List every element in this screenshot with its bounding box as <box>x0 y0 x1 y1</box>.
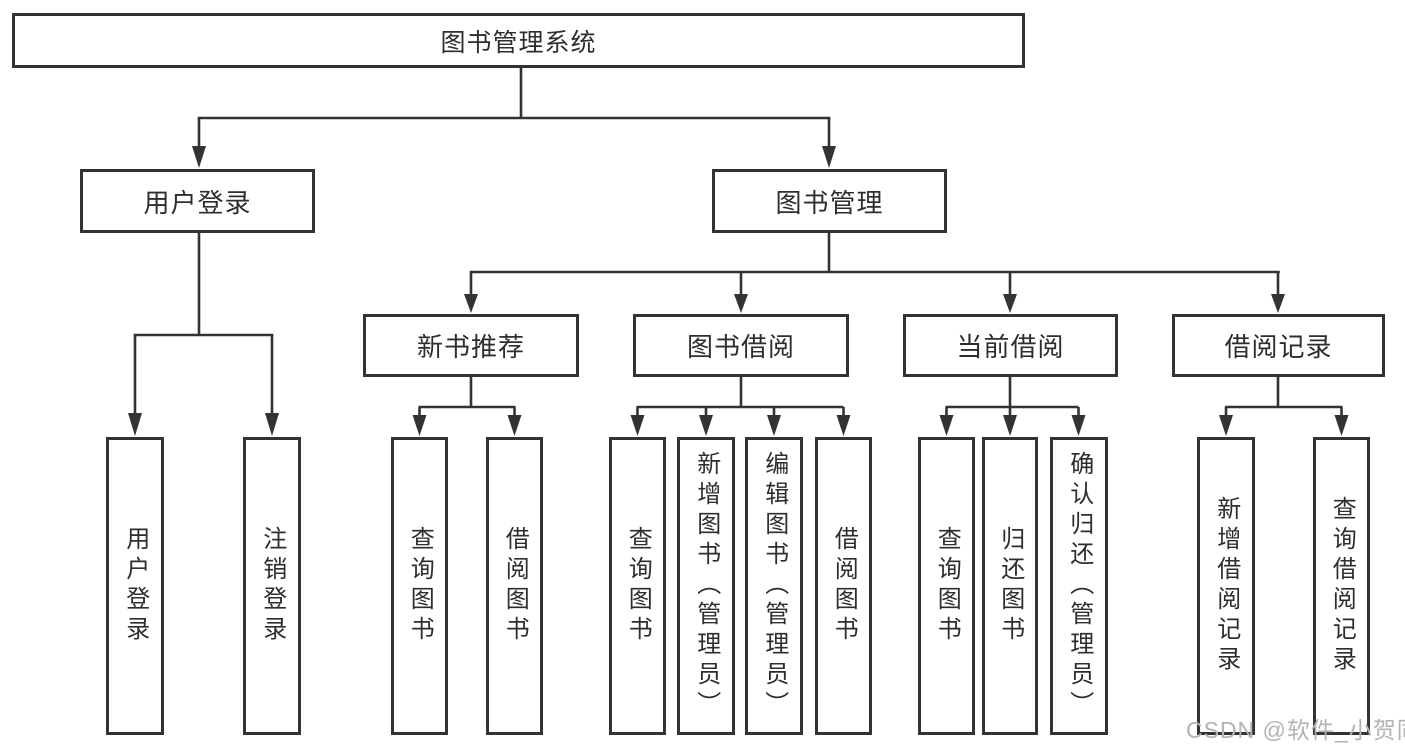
leaf-recommend-borrow-books: 借阅图书 <box>486 437 543 735</box>
connector-level1-split <box>192 116 836 168</box>
leaf-records-add-record-label: 新增借阅记录 <box>1212 496 1240 676</box>
connector-recommend-children <box>412 377 522 436</box>
leaf-borrow-query-books: 查询图书 <box>609 437 666 735</box>
node-borrow-records: 借阅记录 <box>1172 314 1385 377</box>
leaf-current-confirm-return-admin: 确认归还（管理员） <box>1050 437 1108 735</box>
node-user-login: 用户登录 <box>80 169 315 233</box>
leaf-user-login: 用户登录 <box>106 437 164 735</box>
leaf-logout-label: 注销登录 <box>258 526 286 646</box>
csdn-watermark: CSDN @软件_小贺同学 <box>1186 717 1405 743</box>
leaf-current-return-books: 归还图书 <box>982 437 1038 735</box>
node-new-book-recommend: 新书推荐 <box>363 314 579 377</box>
node-book-borrow: 图书借阅 <box>633 314 849 377</box>
leaf-borrow-add-books-admin: 新增图书（管理员） <box>677 437 735 735</box>
leaf-current-return-books-label: 归还图书 <box>996 526 1024 646</box>
connector-management-children <box>464 233 1285 313</box>
leaf-current-query-books: 查询图书 <box>918 437 975 735</box>
connector-current-children <box>939 377 1086 436</box>
leaf-recommend-query-books-label: 查询图书 <box>406 526 434 646</box>
leaf-borrow-edit-books-admin-label: 编辑图书（管理员） <box>760 451 788 721</box>
leaf-logout: 注销登录 <box>243 437 301 735</box>
leaf-records-add-record: 新增借阅记录 <box>1197 437 1255 735</box>
leaf-current-query-books-label: 查询图书 <box>933 526 961 646</box>
leaf-borrow-borrow-books-label: 借阅图书 <box>830 526 858 646</box>
leaf-borrow-borrow-books: 借阅图书 <box>815 437 872 735</box>
leaf-borrow-edit-books-admin: 编辑图书（管理员） <box>745 437 803 735</box>
connector-records-children <box>1219 377 1349 436</box>
leaf-borrow-query-books-label: 查询图书 <box>624 526 652 646</box>
leaf-current-confirm-return-admin-label: 确认归还（管理员） <box>1065 451 1093 721</box>
leaf-records-query-record-label: 查询借阅记录 <box>1328 496 1356 676</box>
node-book-management: 图书管理 <box>712 169 947 233</box>
connector-borrow-children <box>630 377 851 436</box>
leaf-user-login-label: 用户登录 <box>121 526 149 646</box>
leaf-records-query-record: 查询借阅记录 <box>1313 437 1370 735</box>
node-library-system-root: 图书管理系统 <box>12 13 1025 68</box>
connector-login-children <box>128 233 279 436</box>
leaf-recommend-query-books: 查询图书 <box>391 437 448 735</box>
leaf-recommend-borrow-books-label: 借阅图书 <box>501 526 529 646</box>
node-current-borrow: 当前借阅 <box>903 314 1118 377</box>
leaf-borrow-add-books-admin-label: 新增图书（管理员） <box>692 451 720 721</box>
